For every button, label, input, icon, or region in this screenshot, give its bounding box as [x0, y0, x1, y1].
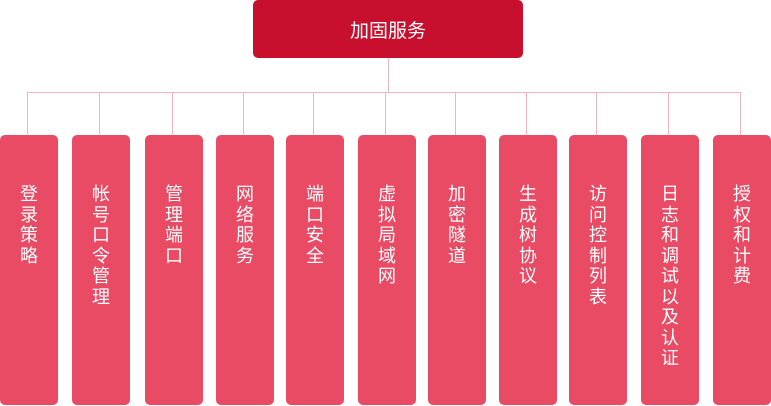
child-node: 日志和调试以及认证 [641, 135, 699, 405]
child-connector [313, 92, 314, 135]
child-node: 生成树协议 [499, 135, 557, 405]
child-label: 授权和计费 [733, 184, 751, 287]
child-node: 管理端口 [145, 135, 203, 405]
root-label: 加固服务 [349, 19, 426, 42]
root-node: 加固服务 [253, 0, 523, 58]
child-label: 网络服务 [236, 184, 254, 267]
child-label: 加密隧道 [448, 184, 466, 267]
child-connector [385, 92, 386, 135]
child-label: 虚拟局域网 [378, 184, 396, 287]
child-node: 访问控制列表 [569, 135, 627, 405]
child-node: 网络服务 [216, 135, 274, 405]
horizontal-connector [27, 92, 741, 93]
child-label: 生成树协议 [519, 184, 537, 287]
child-node: 授权和计费 [713, 135, 771, 405]
child-connector [526, 92, 527, 135]
child-node: 登录策略 [0, 135, 58, 405]
child-node: 加密隧道 [428, 135, 486, 405]
child-label: 帐号口令管理 [92, 184, 110, 308]
child-label: 端口安全 [306, 184, 324, 267]
child-label: 登录策略 [20, 184, 38, 267]
child-node: 帐号口令管理 [72, 135, 130, 405]
child-connector [596, 92, 597, 135]
child-connector [172, 92, 173, 135]
child-label: 日志和调试以及认证 [661, 184, 679, 369]
child-connector [668, 92, 669, 135]
root-connector [388, 58, 389, 92]
child-node: 虚拟局域网 [358, 135, 416, 405]
child-connector [740, 92, 741, 135]
child-connector [99, 92, 100, 135]
child-node: 端口安全 [286, 135, 344, 405]
child-connector [243, 92, 244, 135]
child-label: 访问控制列表 [589, 184, 607, 308]
child-label: 管理端口 [165, 184, 183, 267]
child-connector [455, 92, 456, 135]
child-connector [27, 92, 28, 135]
